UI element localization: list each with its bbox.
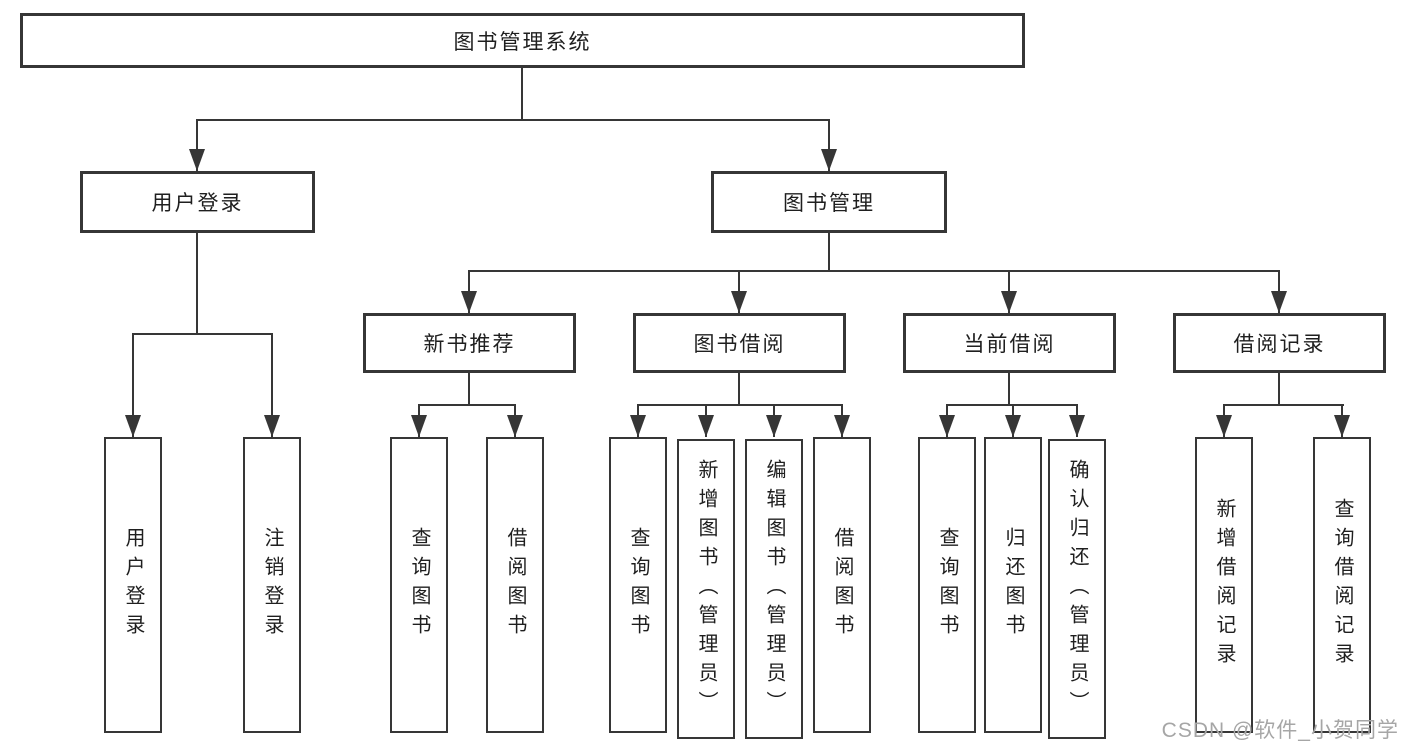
connector-bar [1223,404,1344,406]
connector-bar [637,404,843,406]
connector-drop [196,119,198,171]
leaf-return-books: 归还图书 [984,437,1042,733]
leaf-borrow-books-recommend: 借阅图书 [486,437,544,733]
leaf-add-book-admin: 新增图书（管理员） [677,439,735,739]
arrow-down-icon [461,291,477,313]
arrow-down-icon [698,415,714,437]
leaf-edit-book-admin: 编辑图书（管理员） [745,439,803,739]
arrow-down-icon [630,415,646,437]
connector-user-login-stem [196,233,198,334]
leaf-query-borrow-record: 查询借阅记录 [1313,437,1371,733]
arrow-down-icon [189,149,205,171]
node-user-login: 用户登录 [80,171,315,233]
leaf-user-login: 用户登录 [104,437,162,733]
connector-level2-bar [468,270,1280,272]
arrow-down-icon [1001,291,1017,313]
arrow-down-icon [766,415,782,437]
leaf-borrow-books-borrowing: 借阅图书 [813,437,871,733]
arrow-down-icon [1334,415,1350,437]
node-book-management: 图书管理 [711,171,947,233]
arrow-down-icon [125,415,141,437]
connector-level1-bar [196,119,830,121]
connector-drop [132,333,134,437]
leaf-query-books-current: 查询图书 [918,437,976,733]
connector-drop [271,333,273,437]
leaf-confirm-return-admin: 确认归还（管理员） [1048,439,1106,739]
arrow-down-icon [821,149,837,171]
watermark: CSDN @软件_小贺同学 [1161,719,1399,742]
arrow-down-icon [1005,415,1021,437]
connector-drop [828,119,830,171]
leaf-logout: 注销登录 [243,437,301,733]
node-library-management-system: 图书管理系统 [20,13,1025,68]
arrow-down-icon [1271,291,1287,313]
connector-stem [468,373,470,405]
connector-stem [1278,373,1280,405]
connector-book-mgmt-stem [828,233,830,271]
leaf-add-borrow-record: 新增借阅记录 [1195,437,1253,733]
connector-stem [738,373,740,405]
leaf-query-books-borrowing: 查询图书 [609,437,667,733]
arrow-down-icon [1216,415,1232,437]
arrow-down-icon [731,291,747,313]
arrow-down-icon [411,415,427,437]
arrow-down-icon [939,415,955,437]
node-borrowing-records: 借阅记录 [1173,313,1386,373]
connector-user-login-bar [132,333,273,335]
node-new-book-recommend: 新书推荐 [363,313,576,373]
connector-root-stem [521,68,523,120]
node-book-borrowing: 图书借阅 [633,313,846,373]
arrow-down-icon [834,415,850,437]
arrow-down-icon [1069,415,1085,437]
arrow-down-icon [264,415,280,437]
connector-stem [1008,373,1010,405]
node-current-borrowing: 当前借阅 [903,313,1116,373]
arrow-down-icon [507,415,523,437]
connector-bar [418,404,516,406]
leaf-query-books-recommend: 查询图书 [390,437,448,733]
